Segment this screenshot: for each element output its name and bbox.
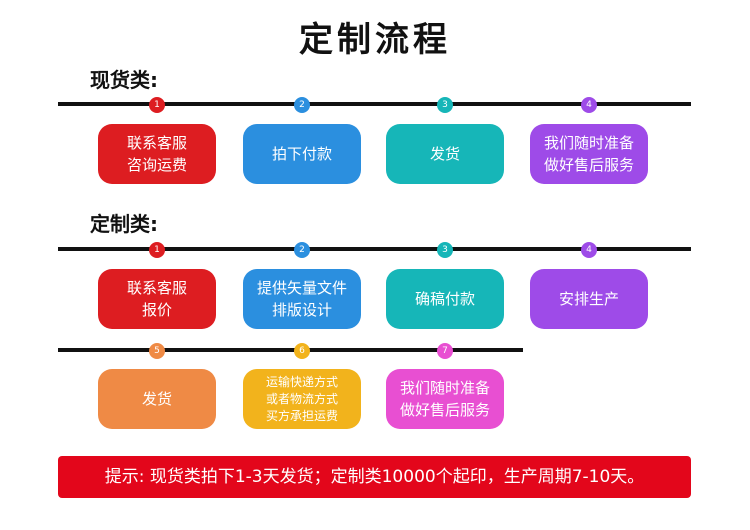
- custom-step-6-text-line: 或者物流方式: [265, 391, 338, 406]
- spot-step-1: 联系客服咨询运费: [98, 124, 216, 184]
- spot-step-3-text-line: 发货: [429, 145, 460, 163]
- custom-timeline-row2: [58, 348, 523, 352]
- custom-step-2: 提供矢量文件排版设计: [243, 269, 361, 329]
- custom-step-2-number: 2: [294, 242, 310, 258]
- custom-step-6-text-line: 运输快递方式: [265, 374, 338, 389]
- tip-banner: 提示: 现货类拍下1-3天发货；定制类10000个起印，生产周期7-10天。: [58, 456, 691, 498]
- custom-step-5-text-line: 发货: [141, 390, 172, 408]
- custom-step-1-text-line: 联系客服: [126, 279, 187, 297]
- spot-section-label: 现货类:: [90, 68, 158, 92]
- custom-step-4-number: 4: [581, 242, 597, 258]
- custom-step-2-text-line: 提供矢量文件: [256, 279, 347, 297]
- custom-step-7-text-line: 做好售后服务: [399, 401, 490, 419]
- spot-step-1-text-line: 咨询运费: [126, 156, 187, 174]
- custom-step-2-text-line: 排版设计: [271, 301, 332, 319]
- custom-step-3-number: 3: [437, 242, 453, 258]
- custom-step-6: 运输快递方式或者物流方式买方承担运费: [243, 369, 361, 429]
- custom-step-1: 联系客服报价: [98, 269, 216, 329]
- page-title: 定制流程: [299, 20, 451, 60]
- custom-step-1-text-line: 报价: [141, 301, 172, 319]
- custom-timeline-row1: [58, 247, 691, 251]
- custom-step-3-text-line: 确稿付款: [414, 290, 475, 308]
- custom-step-5: 发货: [98, 369, 216, 429]
- custom-step-4: 安排生产: [530, 269, 648, 329]
- spot-step-1-text-line: 联系客服: [126, 134, 187, 152]
- spot-step-4-text-line: 我们随时准备: [543, 134, 634, 152]
- custom-step-7-number: 7: [437, 343, 453, 359]
- custom-step-6-text-line: 买方承担运费: [265, 408, 338, 423]
- spot-step-2-text-line: 拍下付款: [271, 145, 332, 163]
- custom-step-1-number: 1: [149, 242, 165, 258]
- custom-step-4-text-line: 安排生产: [558, 290, 619, 308]
- spot-timeline: [58, 102, 691, 106]
- custom-step-3: 确稿付款: [386, 269, 504, 329]
- custom-step-6-number: 6: [294, 343, 310, 359]
- spot-step-2: 拍下付款: [243, 124, 361, 184]
- spot-step-4: 我们随时准备做好售后服务: [530, 124, 648, 184]
- spot-step-4-number: 4: [581, 97, 597, 113]
- custom-section-label: 定制类:: [90, 212, 158, 236]
- custom-step-7-text-line: 我们随时准备: [399, 379, 490, 397]
- spot-step-3: 发货: [386, 124, 504, 184]
- custom-step-5-number: 5: [149, 343, 165, 359]
- spot-step-1-number: 1: [149, 97, 165, 113]
- custom-step-7: 我们随时准备做好售后服务: [386, 369, 504, 429]
- spot-step-4-text-line: 做好售后服务: [543, 156, 634, 174]
- spot-step-2-number: 2: [294, 97, 310, 113]
- spot-step-3-number: 3: [437, 97, 453, 113]
